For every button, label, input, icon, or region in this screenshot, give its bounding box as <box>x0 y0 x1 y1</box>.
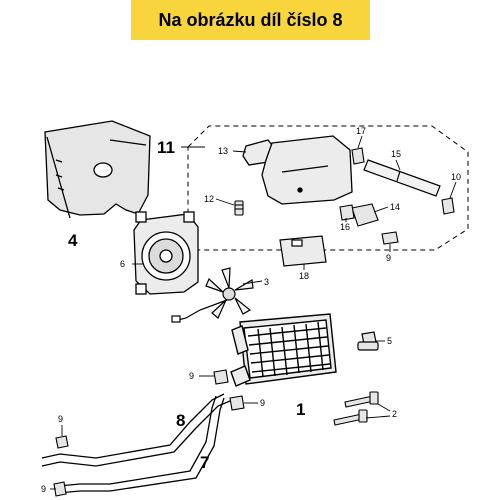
pad-18 <box>279 235 327 267</box>
callout-8: 8 <box>176 411 185 430</box>
bolt-12 <box>234 200 244 216</box>
hose-8 <box>41 393 231 467</box>
clip-17 <box>351 147 365 165</box>
callout-18: 18 <box>299 271 309 281</box>
cover-part <box>44 120 151 219</box>
fan-part <box>171 267 254 323</box>
clip-9-hose-upper <box>55 435 69 449</box>
callout-13: 13 <box>218 146 228 156</box>
callout-2: 2 <box>392 409 397 419</box>
callout-4: 4 <box>68 231 78 250</box>
callout-1: 1 <box>296 400 305 419</box>
callout-3: 3 <box>264 277 269 287</box>
temp-sensor-5 <box>357 331 379 351</box>
fan-shroud-part <box>133 211 199 295</box>
clip-16 <box>339 204 355 221</box>
callout-5: 5 <box>387 336 392 346</box>
clip-9-middle <box>229 395 245 411</box>
clip-9-hose-lower <box>53 481 67 497</box>
sleeve-14 <box>351 203 379 227</box>
callout-6: 6 <box>120 259 125 269</box>
callout-7: 7 <box>200 453 209 472</box>
clip-9-left <box>213 369 229 385</box>
callout-9-hose-lower: 9 <box>41 484 46 494</box>
expansion-tank-part <box>242 135 353 205</box>
callout-16: 16 <box>340 222 350 232</box>
callout-17: 17 <box>356 126 366 136</box>
callout-9-radiator: 9 <box>189 371 194 381</box>
callout-11: 11 <box>157 138 175 157</box>
banner-title: Na obrázku díl číslo 8 <box>158 9 343 30</box>
part-number-banner: Na obrázku díl číslo 8 <box>131 0 370 40</box>
callout-10: 10 <box>451 172 461 182</box>
hose-15 <box>363 159 441 197</box>
clip-9-upper <box>381 231 399 245</box>
leader-lines <box>50 135 457 490</box>
callout-labels: 11 4 6 12 13 17 15 10 14 16 9 18 3 5 9 9… <box>41 126 461 494</box>
callout-9-tank: 9 <box>386 253 391 263</box>
callout-15: 15 <box>391 149 401 159</box>
callout-9-middle: 9 <box>260 398 265 408</box>
callout-14: 14 <box>390 202 400 212</box>
hose-7 <box>57 395 225 494</box>
radiator-part <box>230 313 337 387</box>
callout-12: 12 <box>204 194 214 204</box>
screws-2 <box>333 391 379 426</box>
callout-9-hose-upper: 9 <box>58 414 63 424</box>
clip-10 <box>441 197 455 215</box>
